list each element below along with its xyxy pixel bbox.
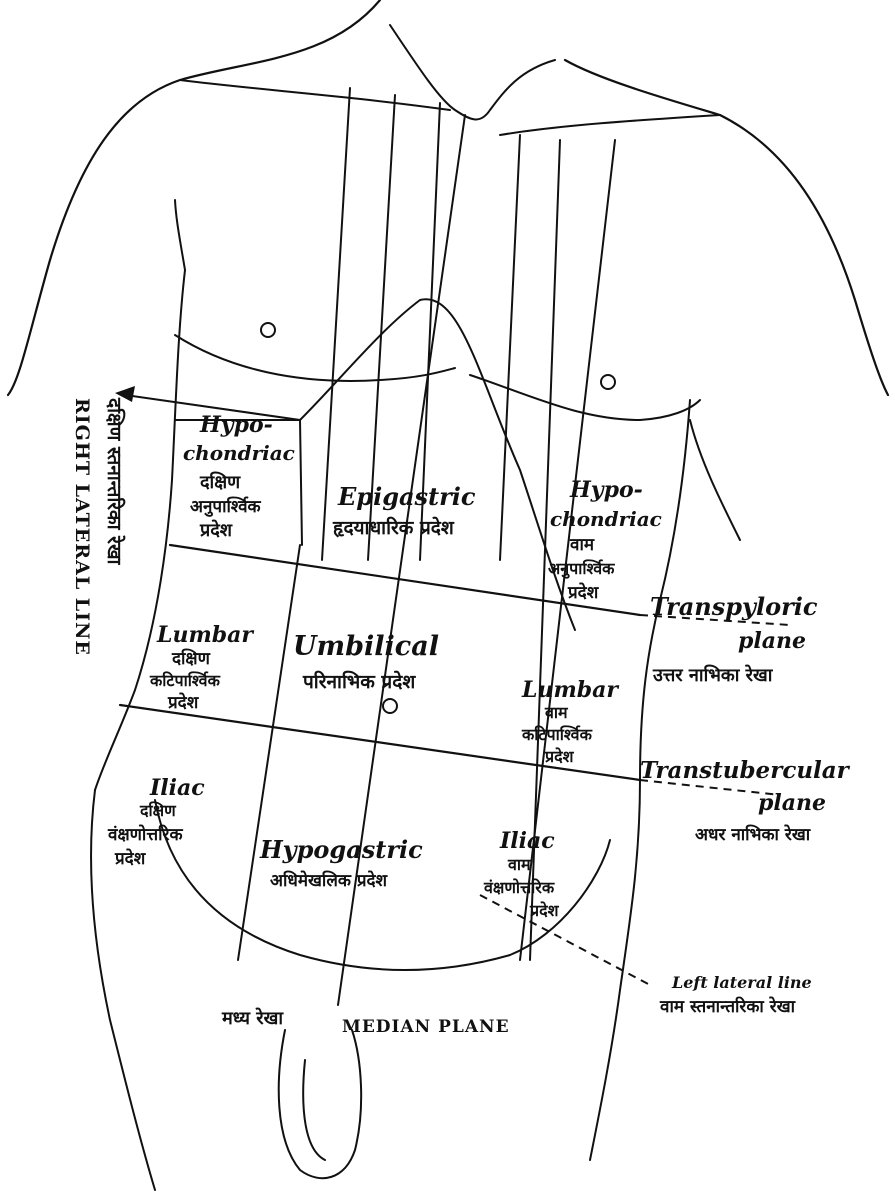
left-lateral-hi: वाम स्तनान्तरिका रेखा [659, 996, 796, 1017]
left-iliac-hi1: वाम [507, 855, 532, 874]
clavicle-line [180, 80, 720, 135]
right-hypochondriac-hi3: प्रदेश [199, 519, 233, 541]
vertical-lines [238, 88, 615, 1005]
left-hypochondriac-hi2: अनुपार्श्विक [548, 559, 615, 579]
median-en: MEDIAN PLANE [342, 1017, 510, 1037]
label-umbilical: Umbilical परिनाभिक प्रदेश [293, 631, 439, 693]
left-hypochondriac-hi1: वाम [569, 535, 595, 555]
left-hypochondriac-en: Hypo- [569, 477, 643, 503]
label-right-hypochondriac: Hypo- chondriac दक्षिण अनुपार्श्विक प्रद… [183, 412, 295, 541]
label-right-lateral-line: RIGHT LATERAL LINE दक्षिण स्तनान्तरिका र… [71, 397, 126, 656]
transtubercular-en2: plane [758, 790, 826, 816]
epigastric-en: Epigastric [337, 482, 476, 511]
label-left-lateral-line: Left lateral line वाम स्तनान्तरिका रेखा [659, 973, 812, 1017]
right-hypochondriac-hi1: दक्षिण [199, 471, 241, 493]
label-left-iliac: Iliac वाम वंक्षणोत्तरिक प्रदेश [483, 828, 560, 920]
transtubercular-en1: Transtubercular [640, 757, 851, 784]
left-lumbar-hi3: प्रदेश [544, 747, 575, 766]
right-hypochondriac-hi2: अनुपार्श्विक [190, 496, 262, 517]
right-lateral-upper-line [300, 420, 302, 545]
genital-outline [279, 1030, 361, 1178]
label-hypogastric: Hypogastric अधिमेखलिक प्रदेश [259, 835, 423, 891]
label-left-hypochondriac: Hypo- chondriac वाम अनुपार्श्विक प्रदेश [548, 477, 662, 603]
label-median-plane: मध्य रेखा MEDIAN PLANE [221, 1007, 510, 1037]
right-lumbar-hi2: कटिपार्श्विक [149, 671, 221, 690]
right-shoulder-outline [8, 0, 380, 395]
right-lumbar-en: Lumbar [156, 622, 254, 648]
rib-line-4 [500, 135, 520, 560]
right-iliac-hi1: दक्षिण [139, 801, 177, 820]
label-left-lumbar: Lumbar वाम कटिपार्श्विक प्रदेश [521, 677, 619, 766]
left-hypochondriac-en2: chondriac [550, 507, 662, 531]
left-lumbar-hi1: वाम [544, 703, 569, 722]
label-transtubercular-plane: Transtubercular plane अधर नाभिका रेखा [640, 757, 851, 845]
transpyloric-en1: Transpyloric [650, 592, 818, 621]
left-lateral-dashed-pointer [480, 895, 650, 985]
right-lumbar-hi1: दक्षिण [171, 648, 211, 669]
left-nipple [601, 375, 615, 389]
right-lateral-en: RIGHT LATERAL LINE [71, 398, 93, 656]
transpyloric-en2: plane [738, 628, 806, 654]
costal-margin-curve [300, 299, 575, 630]
left-iliac-hi3: प्रदेश [529, 901, 560, 920]
right-iliac-en: Iliac [149, 775, 205, 801]
left-iliac-en: Iliac [499, 828, 555, 854]
right-lateral-line [238, 545, 300, 960]
left-iliac-hi2: वंक्षणोत्तरिक [483, 878, 555, 897]
transtubercular-hi: अधर नाभिका रेखा [695, 824, 811, 845]
label-epigastric: Epigastric हृदयाधारिक प्रदेश [332, 482, 476, 539]
right-breast [175, 335, 455, 381]
transpyloric-line [170, 545, 640, 615]
umbilicus [383, 699, 397, 713]
right-lateral-hi: दक्षिण स्तनान्तरिका रेखा [103, 397, 126, 565]
label-right-lumbar: Lumbar दक्षिण कटिपार्श्विक प्रदेश [149, 622, 254, 713]
right-hypochondriac-en: Hypo- [199, 412, 273, 438]
left-lumbar-hi2: कटिपार्श्विक [521, 725, 593, 744]
umbilical-hi: परिनाभिक प्रदेश [302, 670, 416, 693]
hypogastric-hi: अधिमेखलिक प्रदेश [270, 870, 389, 891]
right-hypochondriac-en2: chondriac [183, 441, 295, 465]
left-arm-inner [690, 420, 740, 540]
label-transpyloric-plane: Transpyloric plane उत्तर नाभिका रेखा [650, 592, 818, 686]
left-shoulder-outline [565, 60, 888, 395]
transpyloric-hi: उत्तर नाभिका रेखा [652, 664, 774, 686]
right-iliac-hi3: प्रदेश [114, 848, 147, 869]
right-arm-inner [175, 200, 185, 270]
hypogastric-en: Hypogastric [259, 835, 423, 864]
right-lumbar-hi3: प्रदेश [167, 692, 200, 713]
left-lateral-en: Left lateral line [671, 973, 812, 992]
epigastric-hi: हृदयाधारिक प्रदेश [332, 516, 455, 539]
left-hypochondriac-hi3: प्रदेश [567, 582, 600, 603]
umbilical-en: Umbilical [293, 631, 439, 662]
label-right-iliac: Iliac दक्षिण वंक्षणोत्तरिक प्रदेश [107, 775, 205, 869]
median-hi: मध्य रेखा [221, 1007, 284, 1029]
left-lumbar-en: Lumbar [521, 677, 619, 703]
right-nipple [261, 323, 275, 337]
right-iliac-hi2: वंक्षणोत्तरिक [107, 824, 183, 845]
